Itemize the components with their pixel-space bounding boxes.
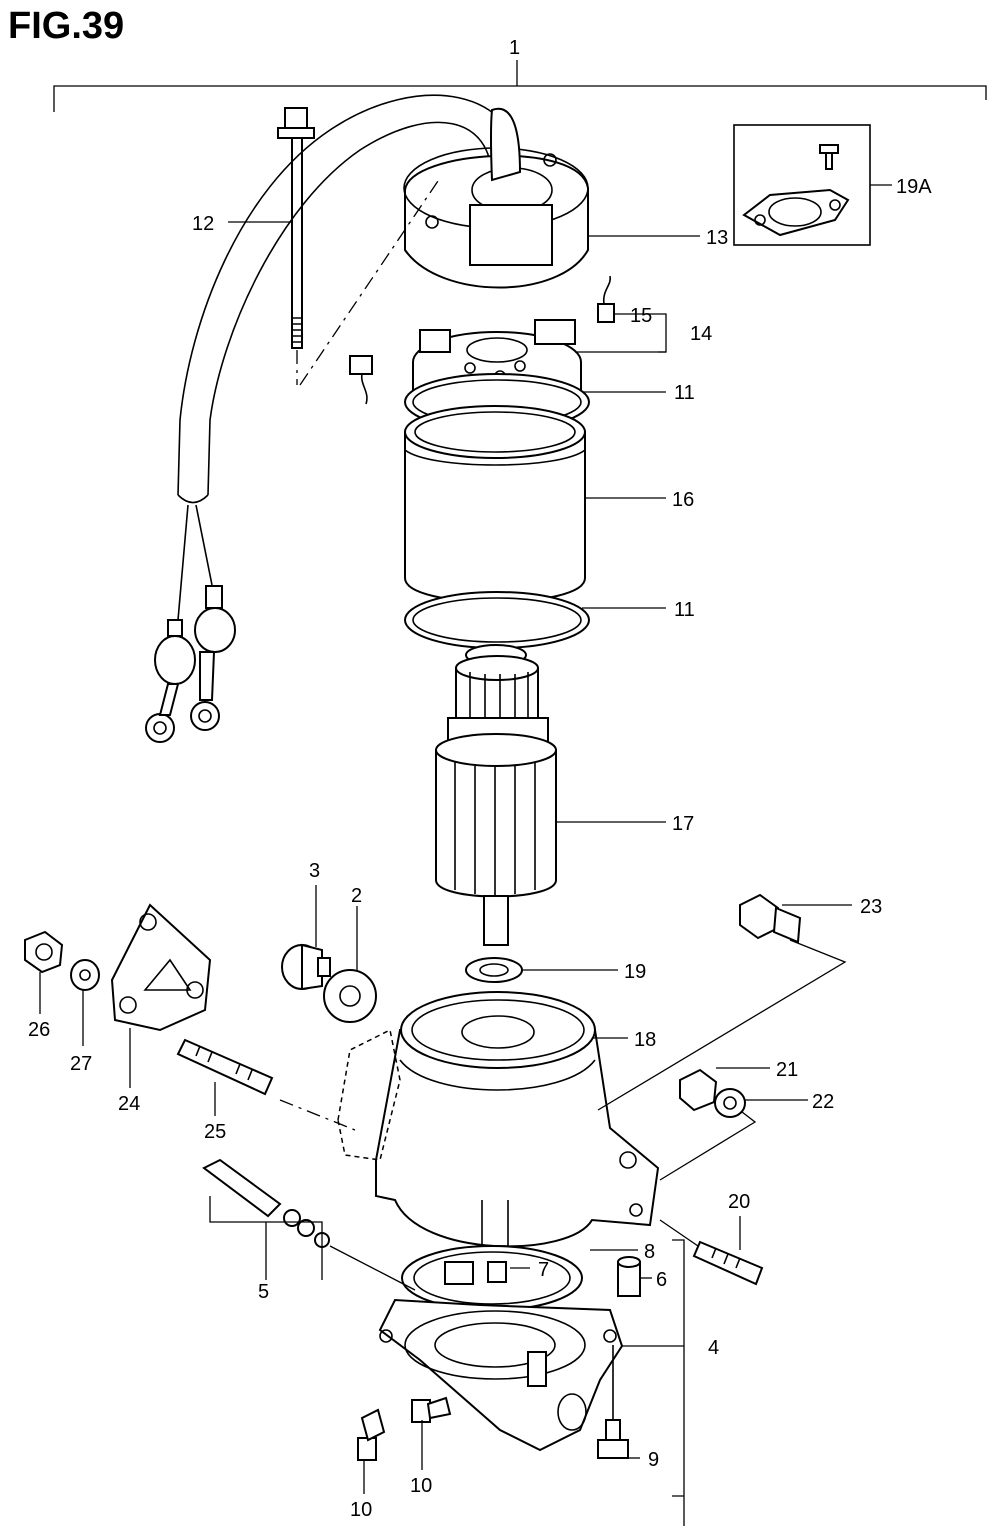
part-nut-26: [24, 930, 64, 974]
part-bolt-23: [739, 893, 802, 944]
leader-20: [659, 1219, 699, 1247]
callout-27: 27: [70, 1053, 92, 1075]
callout-12: 12: [192, 213, 214, 235]
callout-labels: 1 12 13 19A 15 14 11 16 11 17 3 2 23 19 …: [28, 37, 932, 1521]
callout-8: 8: [644, 1241, 655, 1263]
part-plug-6: [617, 1256, 641, 1297]
part-washer-22: [714, 1088, 746, 1118]
callout-3: 3: [309, 860, 320, 882]
part-yoke-16: [404, 405, 586, 603]
callout-21: 21: [776, 1059, 798, 1081]
part-cable-leads: [145, 94, 521, 743]
figure-title: FIG.39: [8, 5, 124, 47]
part-bolt-10-left: [357, 1408, 386, 1461]
part-washer-19: [465, 957, 523, 983]
part-bolt-10-center: [411, 1396, 452, 1423]
part-brush-7: [444, 1261, 507, 1285]
part-terminal-15: [597, 275, 615, 323]
part-bolt-12: [277, 107, 315, 349]
callout-11-upper: 11: [674, 382, 695, 404]
part-stud-25: [176, 1038, 274, 1096]
part-housing-18: [337, 991, 660, 1248]
part-valve-assembly-5: [202, 1158, 416, 1291]
callout-22: 22: [812, 1091, 834, 1113]
axis-line: [299, 177, 441, 386]
callout-6: 6: [656, 1269, 667, 1291]
callout-1: 1: [509, 37, 520, 59]
callout-11-lower: 11: [674, 599, 695, 621]
callout-15: 15: [630, 305, 652, 327]
callout-7: 7: [538, 1259, 549, 1281]
axis-line: [279, 1099, 356, 1131]
callout-19: 19: [624, 961, 646, 983]
leader-23: [597, 939, 847, 1111]
callout-10-center: 10: [410, 1475, 432, 1497]
leader-21-22: [659, 1111, 757, 1181]
callout-17: 17: [672, 813, 694, 835]
callout-13: 13: [706, 227, 728, 249]
part-stud-20: [692, 1240, 764, 1286]
callout-24: 24: [118, 1093, 140, 1115]
callout-2: 2: [351, 885, 362, 907]
callout-16: 16: [672, 489, 694, 511]
leader-lines: [39, 184, 892, 1526]
callout-26: 26: [28, 1019, 50, 1041]
part-o-ring-11-lower: [404, 591, 590, 649]
callout-25: 25: [204, 1121, 226, 1143]
part-washer-27: [70, 959, 100, 991]
callout-23: 23: [860, 896, 882, 918]
callout-5: 5: [258, 1281, 269, 1303]
callout-10-left: 10: [350, 1499, 372, 1521]
part-end-cap-13: [403, 107, 589, 289]
assembly-bracket: [53, 60, 987, 112]
part-end-housing-4: [378, 1298, 624, 1452]
callout-18: 18: [634, 1029, 656, 1051]
callout-19a: 19A: [896, 176, 932, 198]
part-bracket-plate-24: [110, 903, 212, 1032]
part-armature-17: [435, 644, 557, 946]
callout-20: 20: [728, 1191, 750, 1213]
callout-14: 14: [690, 323, 712, 345]
part-loose-terminal: [349, 355, 373, 405]
part-washer-2: [323, 969, 377, 1023]
callout-4: 4: [708, 1337, 719, 1359]
part-nut-21: [679, 1068, 718, 1112]
inset-box-19a: [733, 124, 871, 246]
part-bushing-3: [281, 943, 331, 991]
callout-9: 9: [648, 1449, 659, 1471]
